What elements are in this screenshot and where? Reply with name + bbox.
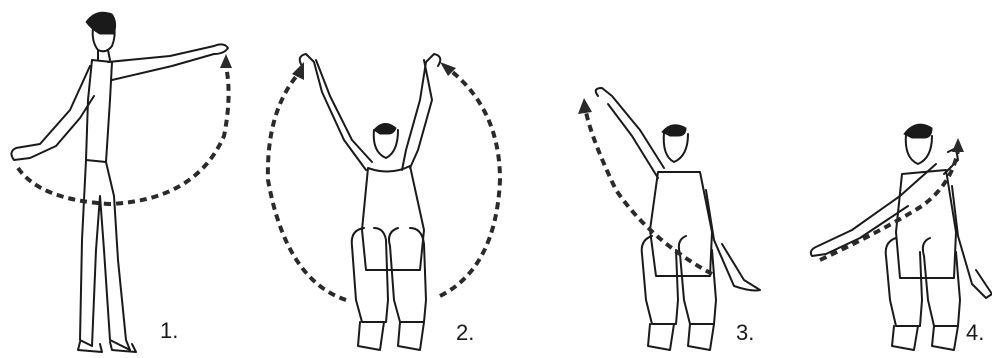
figure-3-seated-diagonal-reach — [578, 88, 760, 350]
figure-1-number: 1. — [160, 320, 178, 342]
figure-1-standing-man — [11, 12, 232, 352]
figure-2-seated-arms-up — [268, 54, 500, 350]
figure-2-number: 2. — [456, 322, 474, 344]
figure-4-number: 4. — [966, 322, 984, 344]
figure-3-number: 3. — [736, 322, 754, 344]
figure-4-seated-cross-reach — [811, 124, 992, 350]
